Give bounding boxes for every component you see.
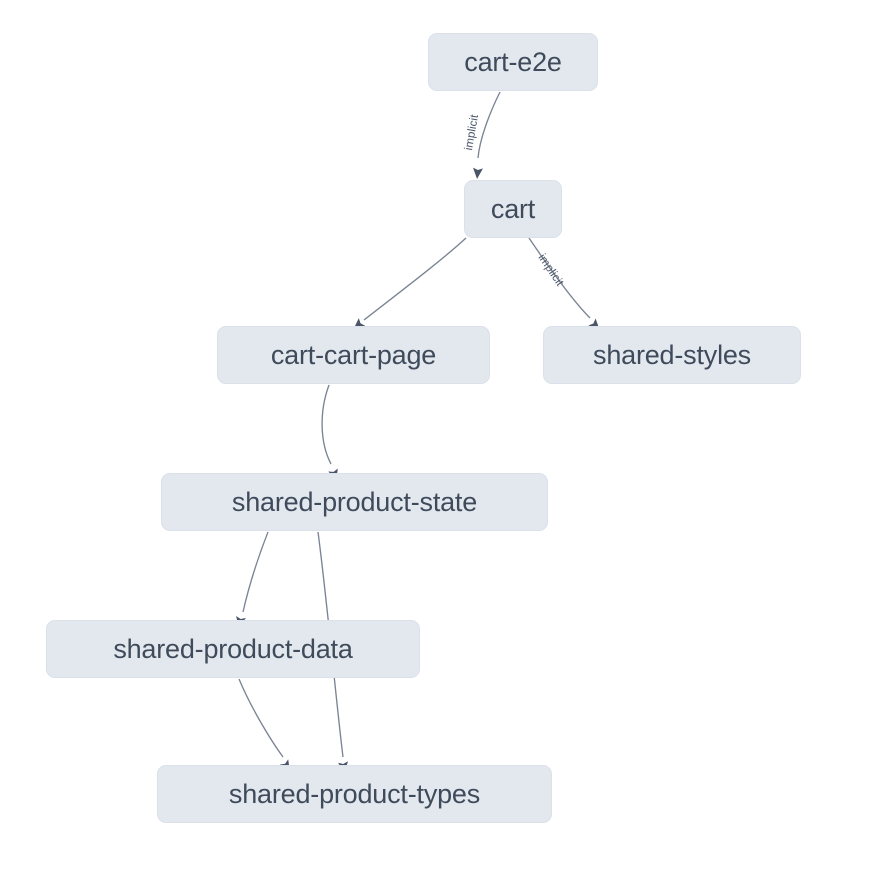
graph-node-cart-e2e[interactable]: cart-e2e — [428, 33, 598, 91]
edge-cart-cart-page-to-shared-product-state[interactable] — [321, 384, 341, 482]
edge-path — [363, 237, 467, 321]
edge-path — [321, 384, 332, 465]
graph-node-cart[interactable]: cart — [464, 180, 562, 238]
edge-cart-e2e-to-cart[interactable]: implicit — [463, 91, 501, 179]
graph-node-shared-product-types[interactable]: shared-product-types — [157, 765, 552, 823]
graph-node-shared-product-state[interactable]: shared-product-state — [161, 473, 548, 531]
edge-path — [528, 237, 591, 319]
graph-node-shared-product-data[interactable]: shared-product-data — [46, 620, 420, 678]
arrowhead-icon — [473, 167, 483, 179]
edge-path — [242, 531, 269, 613]
edge-path — [477, 91, 501, 159]
edge-shared-product-state-to-shared-product-data[interactable] — [234, 531, 269, 629]
graph-node-shared-styles[interactable]: shared-styles — [543, 326, 801, 384]
edge-shared-product-data-to-shared-product-types[interactable] — [238, 678, 294, 774]
edge-cart-to-cart-cart-page[interactable] — [350, 237, 467, 333]
edge-label-implicit-1: implicit — [463, 113, 481, 151]
edge-cart-to-shared-styles[interactable]: implicit — [528, 237, 603, 333]
edge-path — [238, 678, 284, 758]
edge-label-implicit-2: implicit — [535, 252, 565, 289]
graph-node-cart-cart-page[interactable]: cart-cart-page — [217, 326, 490, 384]
